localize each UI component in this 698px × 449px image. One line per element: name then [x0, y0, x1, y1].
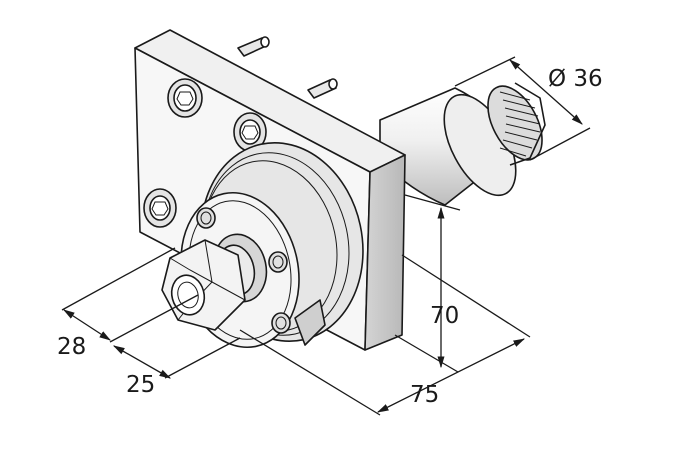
height-label: 70: [430, 303, 459, 329]
flange-screw-right: [268, 251, 288, 273]
diameter-label: Ø 36: [548, 66, 603, 92]
dimension-offsets: 28 25: [57, 247, 241, 398]
flange-screw-top: [196, 207, 216, 229]
length-label: 75: [410, 382, 439, 408]
locating-pins: [237, 36, 338, 99]
offset-a-label: 28: [57, 334, 86, 360]
plate-screws: [143, 78, 267, 228]
screw-top-left: [167, 78, 203, 118]
flange-screw-bottom: [271, 312, 291, 334]
screw-middle: [233, 112, 267, 152]
dimension-height: 70: [394, 194, 461, 373]
offset-b-label: 25: [126, 372, 155, 398]
collet-nut: [161, 239, 246, 331]
dimension-diameter: Ø 36: [454, 56, 603, 161]
dimension-length: 75: [239, 254, 531, 416]
screw-bottom-left: [143, 188, 177, 228]
